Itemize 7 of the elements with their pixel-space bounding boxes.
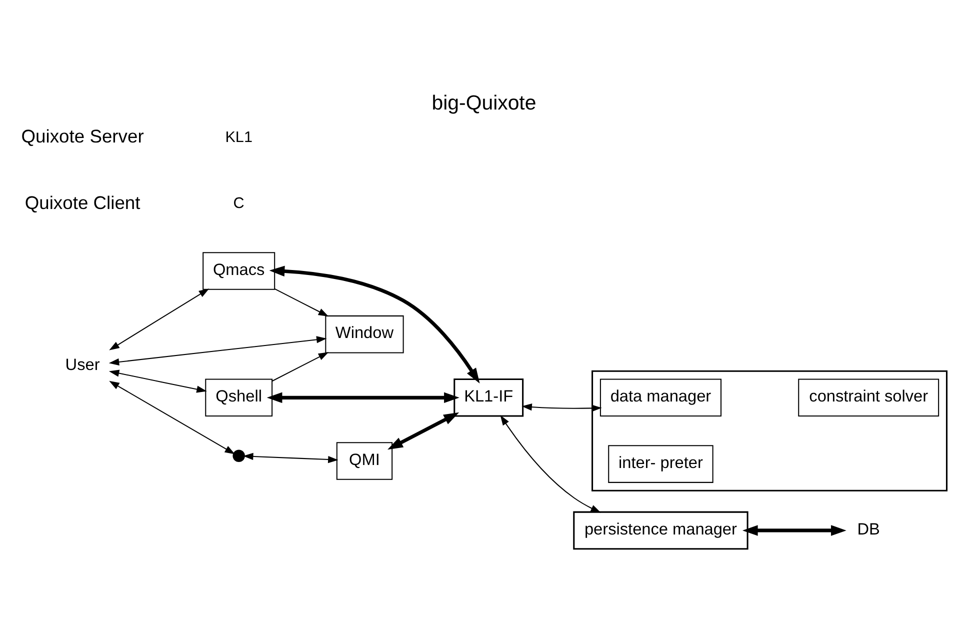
label: Quixote Client xyxy=(24,192,140,213)
node-text: DB xyxy=(856,520,880,538)
diagram-title: big-Quixote xyxy=(431,92,536,114)
label: KL1 xyxy=(224,128,252,146)
node-text: User xyxy=(64,355,100,374)
label: C xyxy=(232,194,244,212)
label: Quixote Server xyxy=(20,125,144,146)
